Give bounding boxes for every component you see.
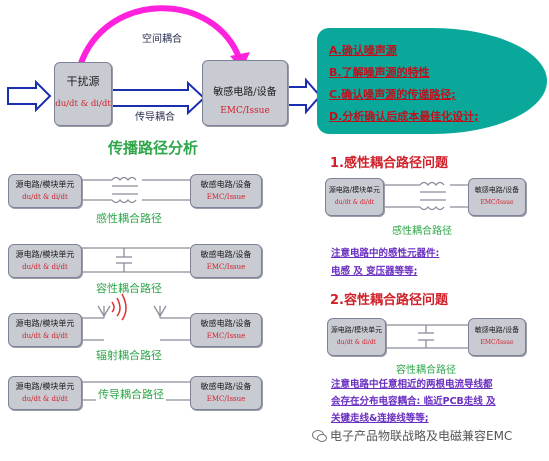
- right-ind-source-box: 源电路/模块单元 du/dt & di/dt: [325, 178, 384, 216]
- row2-source-box: 源电路/模块单元 du/dt & di/dt: [8, 244, 82, 278]
- row4-source-box: 源电路/模块单元 du/dt & di/dt: [8, 376, 82, 410]
- step-b: B.了解噪声源的特性: [329, 66, 430, 79]
- right-ind-source-formula: du/dt & di/dt: [334, 199, 375, 206]
- capacitive-note-line3: 关键走线&连接线等等;: [331, 413, 429, 424]
- step-d: D.分析确认后成本最佳化设计;: [329, 110, 479, 123]
- capacitive-heading: 2.容性耦合路径问题: [330, 293, 448, 308]
- sensitive-device-box: 敏感电路/设备 EMC/Issue: [202, 60, 288, 126]
- watermark-text: 电子产品物联战略及电磁兼容EMC: [330, 429, 513, 443]
- conduct-coupling-label: 传导耦合: [135, 112, 175, 123]
- row1-victim-issue: EMC/Issue: [206, 193, 246, 201]
- space-coupling-arc: [77, 5, 243, 67]
- step-a: A.确认噪声源: [329, 44, 397, 57]
- right-ind-victim-label: 敏感电路/设备: [474, 186, 520, 194]
- capacitive-note-line2: 会存在分布电容耦合: 临近PCB走线 及: [331, 396, 496, 407]
- radiation-waves: [111, 293, 127, 321]
- row1-caption: 感性耦合路径: [96, 212, 162, 225]
- inductive-heading: 1.感性耦合路径问题: [330, 156, 448, 171]
- row2-caption: 容性耦合路径: [96, 282, 162, 295]
- victim-issue: EMC/Issue: [220, 106, 270, 116]
- watermark: 电子产品物联战略及电磁兼容EMC: [312, 427, 512, 444]
- space-coupling-label: 空间耦合: [142, 34, 182, 45]
- row4-source-label: 源电路/模块单元: [15, 382, 75, 391]
- row3-victim-label: 敏感电路/设备: [200, 319, 252, 328]
- row1-victim-box: 敏感电路/设备 EMC/Issue: [190, 174, 262, 208]
- row2-victim-issue: EMC/Issue: [206, 263, 246, 271]
- row1-source-label: 源电路/模块单元: [15, 180, 75, 189]
- right-cap-victim-issue: EMC/Issue: [480, 339, 514, 346]
- steps-panel: A.确认噪声源 B.了解噪声源的特性 C.确认噪声源的传递路径; D.分析确认后…: [317, 28, 547, 134]
- right-cap-caption: 容性耦合路径: [396, 365, 456, 376]
- inductive-note-line1: 注意电路中的感性元器件:: [331, 248, 440, 259]
- row4-victim-label: 敏感电路/设备: [200, 382, 252, 391]
- source-formula: du/dt & di/dt: [55, 99, 111, 109]
- row1-source-formula: du/dt & di/dt: [22, 193, 68, 201]
- right-inductive-lines: [382, 181, 468, 211]
- row2-capacitive-lines: [80, 247, 190, 273]
- row3-victim-issue: EMC/Issue: [206, 332, 246, 340]
- capacitive-note-line1: 注意电路中任意相近的两根电流导线都: [331, 379, 493, 390]
- right-ind-caption: 感性耦合路径: [392, 226, 452, 237]
- right-cap-source-formula: du/dt & di/dt: [336, 339, 377, 346]
- row4-victim-box: 敏感电路/设备 EMC/Issue: [190, 376, 262, 410]
- right-ind-victim-box: 敏感电路/设备 EMC/Issue: [468, 178, 526, 216]
- row2-victim-box: 敏感电路/设备 EMC/Issue: [190, 244, 262, 278]
- row3-source-label: 源电路/模块单元: [15, 319, 75, 328]
- inductive-note-line2: 电感 及 变压器等等;: [331, 266, 418, 277]
- row4-victim-issue: EMC/Issue: [206, 395, 246, 403]
- row1-victim-label: 敏感电路/设备: [200, 180, 252, 189]
- right-ind-source-label: 源电路/模块单元: [328, 186, 381, 194]
- step-c: C.确认噪声源的传递路径;: [329, 88, 456, 101]
- source-label: 干扰源: [66, 75, 100, 88]
- row2-source-formula: du/dt & di/dt: [22, 263, 68, 271]
- right-capacitive-lines: [384, 324, 468, 349]
- right-cap-source-box: 源电路/模块单元 du/dt & di/dt: [327, 318, 386, 356]
- row2-victim-label: 敏感电路/设备: [200, 250, 252, 259]
- victim-label: 敏感电路/设备: [213, 87, 277, 98]
- row3-radiated-lines: [80, 305, 190, 341]
- propagation-analysis-title: 传播路径分析: [108, 139, 199, 157]
- row4-source-formula: du/dt & di/dt: [22, 395, 68, 403]
- row3-source-formula: du/dt & di/dt: [22, 332, 68, 340]
- wechat-icon: [312, 429, 327, 442]
- row2-source-label: 源电路/模块单元: [15, 250, 75, 259]
- row3-caption: 辐射耦合路径: [96, 349, 162, 362]
- right-cap-victim-label: 敏感电路/设备: [474, 326, 520, 334]
- interference-source-box: 干扰源 du/dt & di/dt: [54, 62, 112, 126]
- input-arrow: [7, 79, 52, 113]
- row4-caption: 传导耦合路径: [96, 386, 166, 402]
- right-cap-source-label: 源电路/模块单元: [330, 326, 383, 334]
- right-ind-victim-issue: EMC/Issue: [480, 199, 514, 206]
- row3-source-box: 源电路/模块单元 du/dt & di/dt: [8, 313, 82, 347]
- row1-source-box: 源电路/模块单元 du/dt & di/dt: [8, 174, 82, 208]
- output-arrow: [286, 77, 322, 115]
- right-cap-victim-box: 敏感电路/设备 EMC/Issue: [468, 318, 526, 356]
- row3-victim-box: 敏感电路/设备 EMC/Issue: [190, 313, 262, 347]
- conduct-coupling-arrow: [111, 80, 206, 116]
- row1-inductive-lines: [80, 176, 190, 204]
